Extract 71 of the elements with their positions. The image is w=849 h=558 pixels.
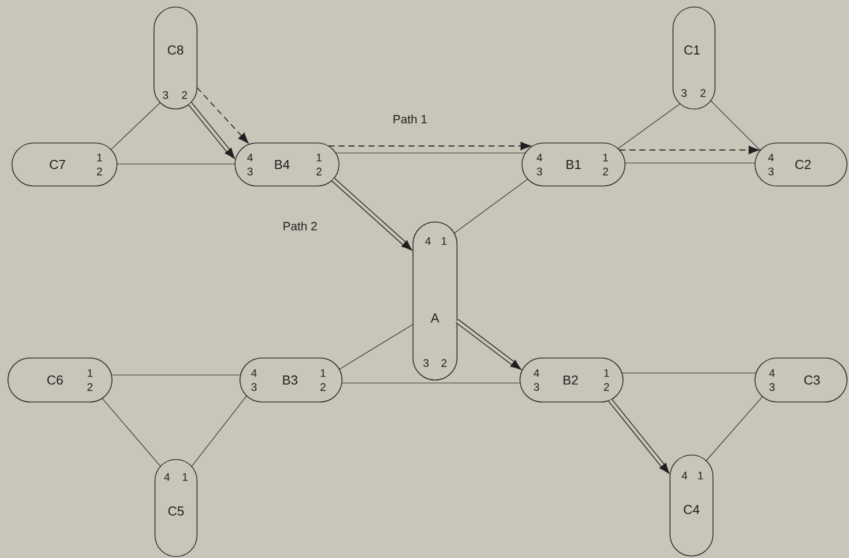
capsule-box: 4 1 C5 [154, 459, 198, 557]
port-number: 1 [88, 369, 93, 377]
port-number: 2 [603, 168, 608, 176]
port-number: 1 [320, 369, 326, 377]
port-number: 2 [442, 359, 447, 367]
port-number: 2 [316, 168, 322, 176]
connector-line [328, 142, 532, 150]
capsule-box: C7 1 2 [12, 142, 118, 186]
edge-label: Path 2 [282, 220, 318, 232]
capsule-box: 4 1 A 3 2 [412, 222, 458, 380]
port-number: 4 [682, 472, 688, 480]
capsule-box: B3 4 1 3 2 [240, 358, 342, 402]
port-number: 3 [769, 383, 775, 391]
connector-line [618, 146, 760, 154]
port-number: 3 [768, 168, 774, 176]
capsule-box: C1 3 2 [672, 6, 716, 110]
port-number: 2 [700, 89, 706, 97]
connector-line [456, 319, 522, 370]
connector-line [622, 372, 756, 374]
connector-line [706, 396, 763, 462]
capsule-box: B2 4 1 3 2 [520, 358, 624, 402]
port-number: 2 [604, 383, 610, 391]
connector-line [102, 398, 161, 467]
connector-line [338, 324, 414, 370]
port-number: 1 [603, 154, 608, 162]
port-number: 2 [182, 91, 188, 99]
connector-line [331, 178, 413, 252]
connector-line [188, 102, 236, 160]
port-number: 1 [698, 472, 704, 480]
connector-line [342, 382, 521, 384]
port-number: 2 [97, 168, 102, 176]
port-number: 4 [251, 369, 257, 377]
port-number: 1 [316, 154, 322, 162]
port-number: 4 [164, 473, 170, 481]
connector-line [624, 162, 756, 164]
port-number: 2 [88, 383, 92, 391]
connector-line [454, 178, 528, 234]
capsule-box: B4 4 1 3 2 [234, 142, 340, 186]
connector-line [618, 103, 680, 149]
connector-line [335, 152, 526, 154]
capsule-box: C3 4 3 [754, 358, 848, 402]
port-number: 3 [162, 91, 168, 99]
capsule-box: C2 4 3 [754, 142, 848, 186]
connector-line [710, 100, 761, 151]
connector-line [196, 87, 250, 144]
port-number: 1 [442, 237, 447, 245]
port-number: 4 [425, 237, 431, 245]
port-number: 1 [604, 369, 610, 377]
capsule-box: 4 1 C4 [670, 454, 714, 556]
connector-line [608, 398, 670, 475]
port-number: 4 [536, 154, 542, 162]
port-number: 3 [247, 168, 253, 176]
capsule-box: B1 4 1 3 2 [522, 142, 626, 186]
port-number: 4 [769, 369, 775, 377]
capsule-box: C8 3 2 [154, 6, 198, 110]
port-number: 3 [534, 383, 540, 391]
port-number: 1 [182, 473, 188, 481]
capsule-box: C6 1 2 [8, 358, 112, 402]
port-number: 4 [247, 154, 253, 162]
port-number: 4 [768, 154, 774, 162]
edge-label: Path 1 [392, 114, 428, 124]
connector-line [111, 374, 241, 376]
port-number: 4 [534, 369, 540, 377]
port-number: 3 [536, 168, 542, 176]
port-number: 3 [423, 359, 429, 367]
connector-line [110, 102, 161, 150]
port-number: 3 [681, 89, 687, 97]
port-number: 1 [97, 154, 102, 162]
connector-line [191, 395, 247, 467]
port-number: 2 [320, 383, 326, 391]
port-number: 3 [251, 383, 257, 391]
